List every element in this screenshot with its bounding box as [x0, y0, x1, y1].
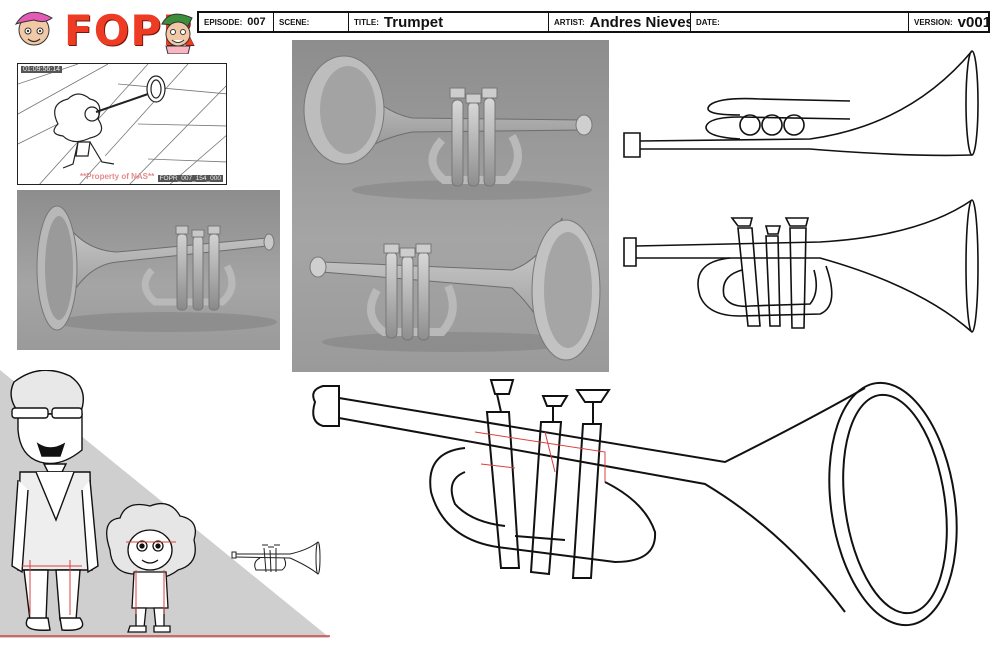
storyboard-watermark: **Property of NAS** [80, 172, 155, 181]
trumpet-render-1 [36, 205, 277, 332]
trumpet-top-outline [623, 50, 979, 158]
storyboard-timecode: 01:09:56:14 [21, 66, 62, 73]
artist-cell: ARTIST: Andres Nieves [549, 13, 691, 31]
version-cell: VERSION: v001 [909, 13, 988, 31]
line-art-top-view [620, 45, 985, 163]
episode-cell: EPISODE: 007 [199, 13, 274, 31]
title-cell: TITLE: Trumpet [349, 13, 549, 31]
line-art-side-view [620, 196, 985, 338]
storyboard-shot-name: FOPR_007_154_000 [157, 175, 223, 182]
version-value: v001 [957, 13, 988, 31]
character-scale-lineup [0, 370, 330, 638]
line-art-large-view [305, 372, 975, 642]
episode-value: 007 [247, 16, 266, 28]
trumpet-side-outline [623, 199, 979, 333]
show-logo: FOPR [8, 4, 196, 56]
trumpet-large-outline [312, 379, 958, 627]
title-value: Trumpet [383, 13, 444, 31]
storyboard-thumbnail: 01:09:56:14 **Property of NAS** FOPR_007… [17, 63, 227, 185]
fairy-character-icon [14, 11, 53, 46]
artist-value: Andres Nieves [589, 13, 691, 31]
scale-reference-trumpet [230, 540, 322, 576]
boy-character-icon [161, 13, 193, 54]
trumpet-render-2 [303, 55, 601, 361]
storyboard-sketch [18, 64, 226, 184]
slate-header: EPISODE: 007 SCENE: TITLE: Trumpet ARTIS… [197, 11, 990, 33]
render-perspective-views [292, 40, 609, 372]
scene-cell: SCENE: [274, 13, 349, 31]
character-scale-art [0, 370, 330, 638]
small-trumpet-outline [231, 541, 321, 575]
render-side-view [17, 190, 280, 350]
date-cell: DATE: [691, 13, 909, 31]
